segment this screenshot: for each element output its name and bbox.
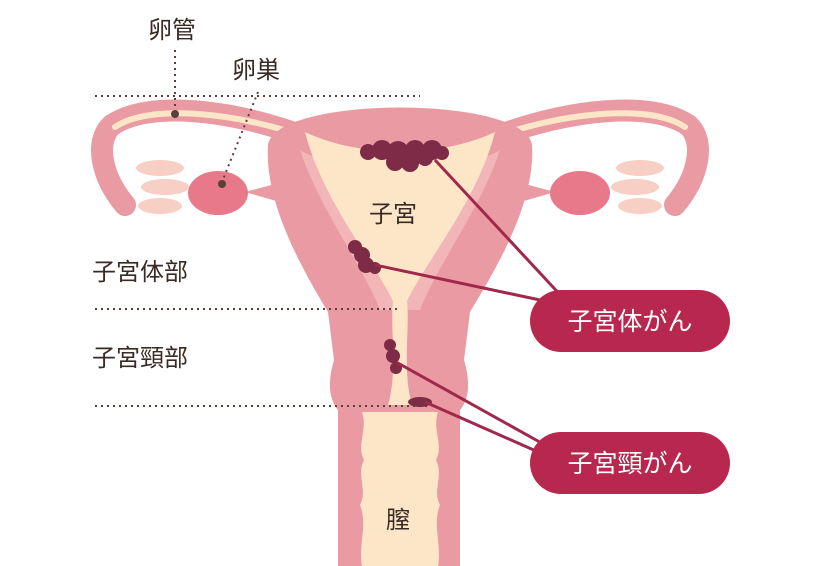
cervical-canal [388,300,412,405]
tumor-fundus [360,140,449,172]
label-uterus: 子宮 [369,200,417,228]
callout-endometrial-cancer-text: 子宮体がん [567,307,692,336]
label-vagina: 膣 [386,506,410,534]
callout-endometrial-cancer: 子宮体がん [530,290,730,352]
label-uterine-body: 子宮体部 [92,258,188,286]
callout-leaders [374,158,567,457]
label-fallopian-tube: 卵管 [148,16,196,44]
label-ovary: 卵巣 [232,56,280,84]
tumor-os [408,397,432,407]
callout-cervical-cancer: 子宮頸がん [530,432,730,494]
left-fallopian-tube [91,99,311,216]
tumor-body [348,240,381,274]
right-fallopian-tube [489,99,709,216]
region-divider-lines [95,50,430,407]
right-ovary [550,171,610,215]
label-cervix: 子宮頸部 [92,344,188,372]
right-fimbriae [611,160,664,214]
callout-cervical-cancer-text: 子宮頸がん [567,449,692,478]
vagina-canal [360,412,440,566]
left-fimbriae [136,160,189,214]
left-ovary [188,171,248,215]
